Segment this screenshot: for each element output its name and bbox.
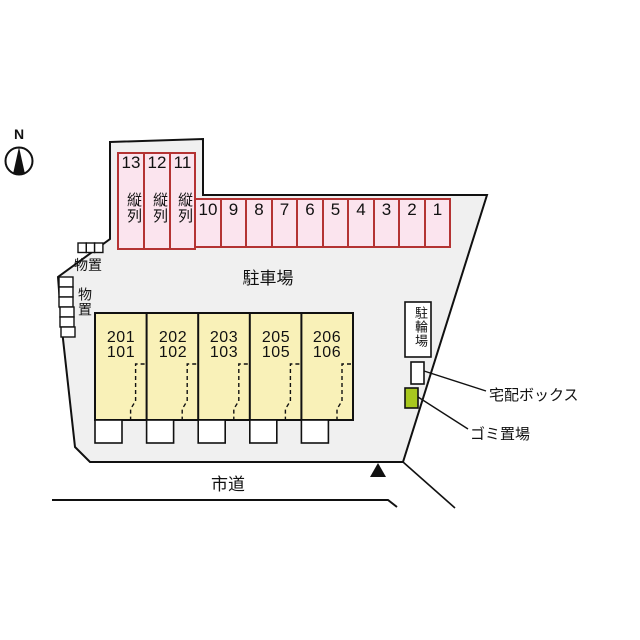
bicycle-parking-label: 駐輪場 xyxy=(413,306,428,348)
road-label: 市道 xyxy=(211,475,245,494)
unit-203-103-label: 203 103 xyxy=(198,329,250,361)
storage-box xyxy=(58,276,74,288)
unit-upper-number: 206 xyxy=(312,329,342,346)
unit-lower-number: 106 xyxy=(312,344,342,361)
unit-lower-number: 105 xyxy=(261,344,291,361)
parking-spot-3-number: 3 xyxy=(381,200,392,219)
parking-spot-1 xyxy=(424,198,451,248)
unit-stair-dashed xyxy=(336,363,351,419)
delivery-box-label: 宅配ボックス xyxy=(489,387,579,404)
parking-spot-7-number: 7 xyxy=(279,200,290,219)
unit-porch xyxy=(197,419,226,444)
parking-spot-12 xyxy=(143,152,171,250)
delivery-box-leader-line xyxy=(423,370,487,392)
unit-lower-number: 102 xyxy=(158,344,188,361)
unit-stair-dashed xyxy=(129,363,145,419)
parking-spot-4-number: 4 xyxy=(356,200,366,219)
storage-box xyxy=(85,242,96,254)
parking-spot-6-number: 6 xyxy=(305,200,315,219)
delivery-box xyxy=(410,361,425,385)
storage-side-label: 物置 xyxy=(77,287,93,317)
road-edge-lower xyxy=(52,499,398,508)
unit-upper-number: 202 xyxy=(158,329,188,346)
parking-spot-1-number: 1 xyxy=(432,200,443,219)
unit-lower-number: 101 xyxy=(106,344,136,361)
parking-spot-12-type: 縦列 xyxy=(151,192,168,224)
unit-porch xyxy=(300,419,330,444)
parking-spot-11-type: 縦列 xyxy=(176,192,193,224)
unit-upper-number: 201 xyxy=(106,329,136,346)
unit-lower-number: 103 xyxy=(209,344,239,361)
storage-box xyxy=(77,242,88,254)
parking-spot-13-type: 縦列 xyxy=(125,192,142,224)
unit-202-102-label: 202 102 xyxy=(147,329,199,361)
building-outline xyxy=(94,312,354,421)
unit-upper-number: 203 xyxy=(209,329,239,346)
unit-stair-dashed xyxy=(284,363,300,419)
parking-spot-11-number: 11 xyxy=(173,153,192,172)
storage-top-label: 物置 xyxy=(74,257,102,273)
parking-lot-label: 駐車場 xyxy=(242,269,294,288)
parking-spot-9 xyxy=(220,198,247,248)
parking-spot-8 xyxy=(245,198,273,248)
storage-box xyxy=(60,326,76,338)
unit-porch xyxy=(145,419,175,444)
unit-porch xyxy=(94,419,123,444)
unit-stair-dashed xyxy=(233,363,248,419)
parking-spot-7 xyxy=(271,198,298,248)
compass-needle-icon xyxy=(13,147,25,174)
unit-201-101-label: 201 101 xyxy=(95,329,147,361)
parking-spot-10-number: 10 xyxy=(198,200,218,219)
storage-box xyxy=(93,242,104,254)
unit-205-105-label: 205 105 xyxy=(250,329,302,361)
parking-spot-12-number: 12 xyxy=(147,153,167,172)
unit-porch xyxy=(249,419,278,444)
garbage-area-box xyxy=(404,387,419,409)
parking-spot-10 xyxy=(194,198,222,248)
unit-upper-number: 205 xyxy=(261,329,291,346)
parking-spot-8-number: 8 xyxy=(254,200,264,219)
entrance-triangle-marker xyxy=(370,463,386,477)
storage-box xyxy=(58,286,74,298)
garbage-area-leader-line xyxy=(417,396,469,430)
parking-spot-9-number: 9 xyxy=(228,200,239,219)
unit-stair-dashed xyxy=(181,363,197,419)
road-edge-diagonal xyxy=(402,461,456,509)
parking-spot-5-number: 5 xyxy=(330,200,341,219)
storage-box xyxy=(59,306,75,318)
garbage-area-label: ゴミ置場 xyxy=(470,426,531,443)
bicycle-parking-box xyxy=(404,301,432,358)
parking-spot-13-number: 13 xyxy=(121,153,141,172)
parking-spot-2-number: 2 xyxy=(407,200,417,219)
storage-box xyxy=(58,296,74,308)
compass-north-label: N xyxy=(13,126,25,142)
unit-206-106-label: 206 106 xyxy=(301,329,353,361)
storage-box xyxy=(59,316,75,328)
